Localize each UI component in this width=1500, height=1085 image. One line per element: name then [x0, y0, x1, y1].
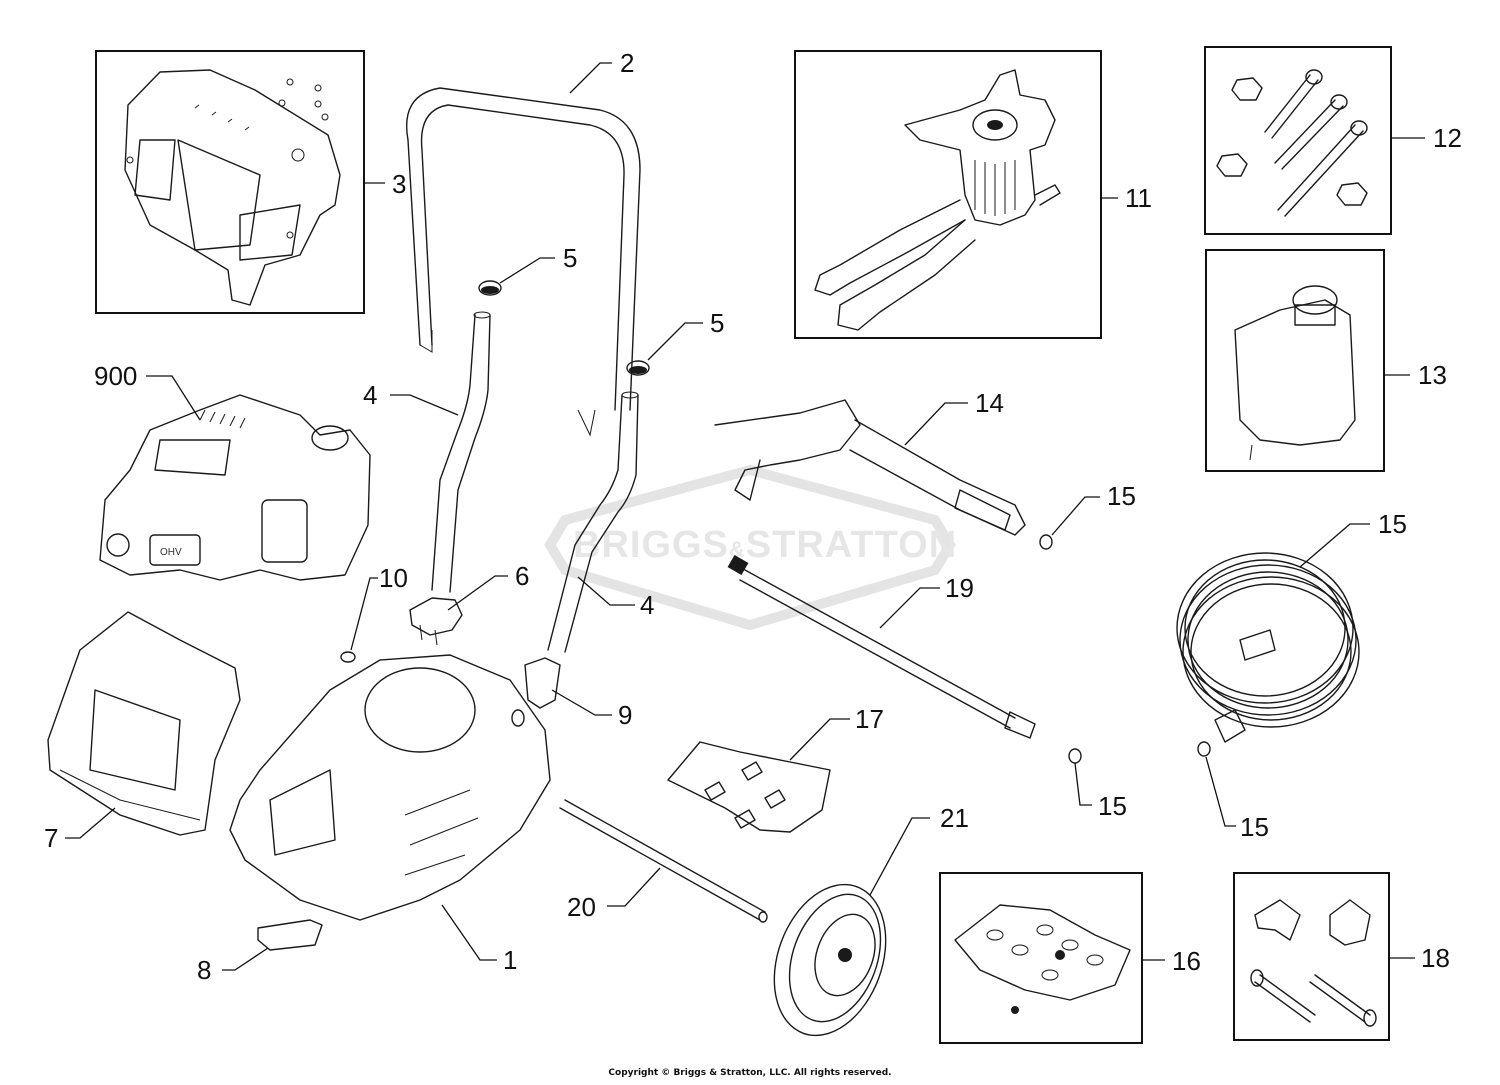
part-3-control-panel[interactable]: 3 — [95, 50, 406, 314]
callout-13: 13 — [1418, 360, 1447, 390]
callout-11: 11 — [1125, 183, 1152, 213]
part-6-handle-bracket[interactable]: 6 — [409, 561, 529, 646]
part-11-pump[interactable]: 11 — [794, 50, 1152, 339]
callout-5b: 5 — [710, 308, 724, 338]
watermark-logo: BRIGGS&STRATTON ® — [544, 464, 957, 631]
part-16-hose[interactable]: 15 — [1176, 509, 1407, 743]
callout-20: 21 — [940, 803, 969, 833]
svg-text:®: ® — [868, 584, 876, 595]
part-7-front-cover[interactable]: 7 — [44, 611, 241, 853]
part-14-spray-gun[interactable]: 14 — [714, 388, 1026, 536]
part-9-handle-bracket[interactable]: 9 — [524, 657, 632, 730]
svg-text:OHV: OHV — [160, 547, 182, 558]
callout-4a: 4 — [363, 380, 377, 410]
part-20-wheel[interactable]: 21 — [754, 803, 969, 1051]
part-5-cap-left[interactable]: 5 — [478, 243, 577, 296]
callout-15d: 16 — [1172, 946, 1201, 976]
callout-900: 900 — [94, 361, 137, 391]
part-15-kit-box[interactable]: 16 — [939, 872, 1201, 1044]
part-21-knobs[interactable]: 18 — [1233, 872, 1450, 1041]
copyright-notice: Copyright © Briggs & Stratton, LLC. All … — [608, 1068, 892, 1078]
part-15-washer-a[interactable]: 15 — [1039, 481, 1136, 550]
callout-8: 8 — [197, 955, 211, 985]
callout-7: 7 — [44, 823, 58, 853]
part-900-engine[interactable]: OHV 900 — [94, 361, 371, 581]
callout-2: 2 — [620, 48, 634, 78]
part-1-shroud[interactable]: 1 — [229, 654, 551, 975]
part-5-cap-right[interactable]: 5 — [626, 308, 724, 376]
part-15-washer-b[interactable]: 15 — [1068, 748, 1127, 821]
callout-5a: 5 — [563, 243, 577, 273]
part-2-handle[interactable]: 2 — [406, 48, 641, 437]
part-4-tube-left[interactable]: 4 — [363, 311, 491, 593]
callout-21: 18 — [1421, 943, 1450, 973]
callout-19: 20 — [567, 892, 596, 922]
callout-1: 1 — [503, 945, 517, 975]
svg-text:BRIGGS&STRATTON: BRIGGS&STRATTON — [573, 524, 957, 566]
part-10-o-ring[interactable]: 10 — [340, 563, 408, 663]
part-4-tube-right[interactable]: 4 — [547, 391, 654, 653]
callout-6: 6 — [515, 561, 529, 591]
part-18-nozzle-kit[interactable]: 17 — [667, 704, 884, 833]
callout-15b: 15 — [1098, 791, 1127, 821]
callout-12: 12 — [1433, 123, 1462, 153]
callout-18: 17 — [855, 704, 884, 734]
callout-9: 9 — [618, 700, 632, 730]
part-13-detergent-tank[interactable]: 13 — [1205, 249, 1447, 472]
callout-15c: 15 — [1240, 812, 1269, 842]
callout-17: 19 — [945, 573, 974, 603]
callout-10: 10 — [379, 563, 408, 593]
callout-3: 3 — [392, 169, 406, 199]
part-15-washer-c[interactable]: 15 — [1197, 741, 1269, 842]
part-8-foot[interactable]: 8 — [197, 919, 323, 985]
callout-14: 14 — [975, 388, 1004, 418]
part-19-axle[interactable]: 20 — [559, 799, 768, 923]
part-12-bolts-nuts[interactable]: 12 — [1204, 46, 1462, 235]
callout-4b: 4 — [640, 590, 654, 620]
part-17-lance[interactable]: 19 — [727, 554, 1036, 739]
callout-16: 15 — [1378, 509, 1407, 539]
callout-15a: 15 — [1107, 481, 1136, 511]
